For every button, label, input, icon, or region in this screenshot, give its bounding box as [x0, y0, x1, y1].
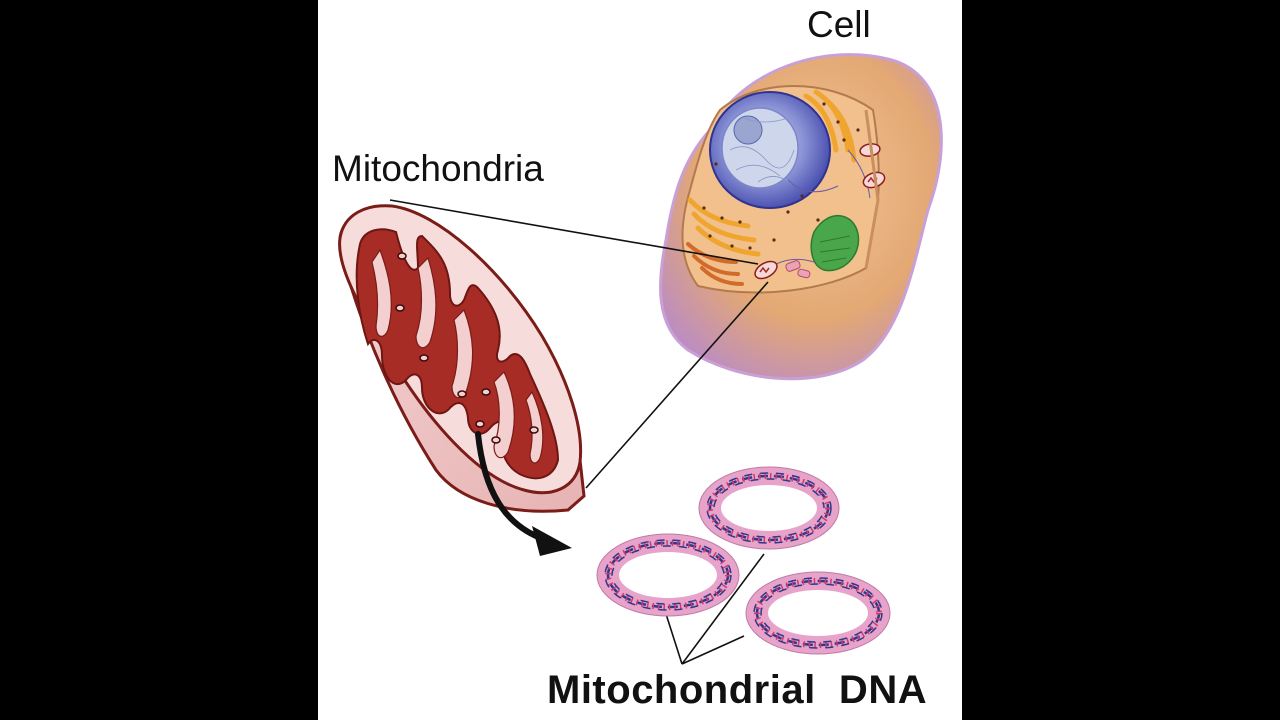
label-mitochondrial-dna: Mitochondrial DNA: [547, 668, 928, 712]
leader-dna-a: [665, 613, 683, 665]
mitochondrion-cross-section: [338, 204, 586, 513]
label-cell: Cell: [807, 4, 871, 45]
leader-mitochondria: [389, 199, 759, 265]
dna-ring-top: [698, 466, 840, 550]
ribosomes: [702, 102, 860, 250]
chromatin-network: [729, 117, 795, 185]
golgi-apparatus: [686, 242, 744, 286]
green-organelle-thylakoids: [819, 235, 851, 263]
dna-rings: [596, 466, 891, 655]
leader-dna-b: [681, 553, 765, 665]
cell-cut-edge: [864, 109, 880, 269]
vesicles: [785, 260, 811, 279]
diagram-canvas: Cell Mitochondria Mitochondrial DNA: [318, 0, 962, 720]
illustration: [338, 53, 943, 665]
leader-lines: [389, 199, 769, 665]
mtdna-dots: [395, 252, 539, 444]
label-mitochondria: Mitochondria: [332, 148, 544, 189]
dna-ring-right: [745, 571, 891, 655]
dna-ring-left: [596, 533, 740, 617]
green-organelle: [810, 214, 860, 272]
leader-cell-to-mito: [585, 281, 769, 489]
leader-dna-c: [681, 635, 745, 665]
endoplasmic-reticulum: [687, 89, 857, 257]
cell: [659, 53, 943, 381]
cristae: [371, 248, 544, 464]
arrow-to-dna: [475, 431, 572, 556]
nucleolus: [733, 115, 763, 145]
